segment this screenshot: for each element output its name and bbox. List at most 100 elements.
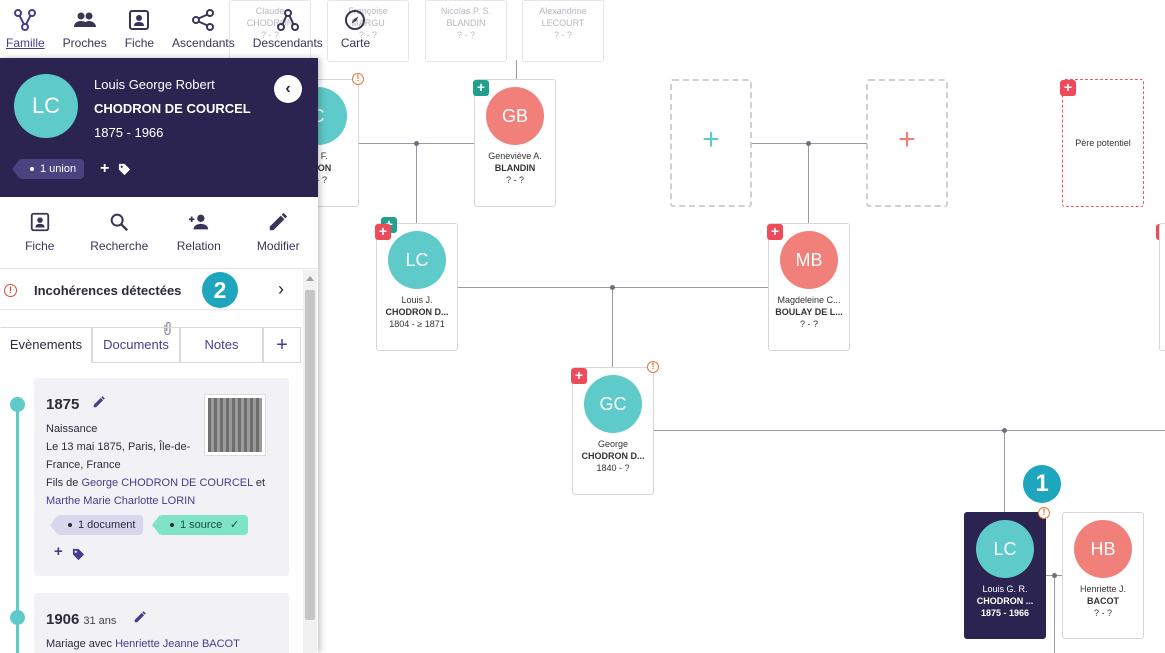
event-parents: Fils de George CHODRON DE COURCEL et bbox=[46, 477, 266, 489]
document-thumbnail[interactable] bbox=[204, 394, 266, 456]
avatar: HB bbox=[1074, 520, 1132, 578]
timeline-line bbox=[16, 403, 19, 653]
person-last-name: CHODRON DE COURCEL bbox=[94, 101, 251, 116]
avatar: MB bbox=[780, 231, 838, 289]
mother-link[interactable]: Marthe Marie Charlotte LORIN bbox=[46, 495, 196, 507]
father-link[interactable]: George CHODRON DE COURCEL bbox=[81, 477, 253, 489]
add-relative-puzzle-icon[interactable]: + bbox=[473, 80, 489, 96]
person-side-panel: LC Louis George Robert CHODRON DE COURCE… bbox=[0, 58, 318, 653]
chevron-right-icon: › bbox=[278, 279, 284, 299]
warning-icon[interactable]: ! bbox=[647, 361, 659, 373]
tag-icon[interactable] bbox=[72, 548, 85, 561]
add-relative-puzzle-icon[interactable]: + bbox=[767, 224, 783, 240]
add-father-placeholder[interactable]: + bbox=[670, 79, 752, 207]
add-person-icon bbox=[188, 214, 208, 230]
person-card-louis-j[interactable]: LC Louis J. CHODRON D... 1804 - ≥ 1871 bbox=[376, 223, 458, 351]
add-tag-plus-icon[interactable]: + bbox=[100, 160, 110, 177]
action-relation[interactable]: Relation bbox=[159, 197, 239, 268]
union-node[interactable] bbox=[414, 141, 419, 146]
panel-tabs: Evènements Documents Notes + bbox=[0, 327, 303, 363]
tree-edge bbox=[654, 430, 1165, 431]
person-card-henriette[interactable]: HB Henriette J. BACOT ? - ? bbox=[1062, 512, 1144, 639]
union-node[interactable] bbox=[806, 141, 811, 146]
person-card-nicolas[interactable]: Nicolas P. S. BLANDIN ? - ? bbox=[425, 0, 507, 62]
event-place-line1: Le 13 mai 1875, Paris, Île-de- bbox=[46, 441, 191, 453]
nav-carte[interactable]: Carte bbox=[341, 0, 370, 58]
add-relative-puzzle-icon[interactable]: + bbox=[375, 224, 391, 240]
nav-ascendants[interactable]: Ascendants bbox=[172, 0, 235, 58]
tree-edge bbox=[1054, 575, 1055, 653]
tab-notes[interactable]: Notes bbox=[180, 327, 263, 363]
source-tag[interactable]: 1 source bbox=[151, 515, 249, 535]
person-card-genevieve[interactable]: GB Geneviève A. BLANDIN ? - ? bbox=[474, 79, 556, 207]
avatar: GB bbox=[486, 87, 544, 145]
avatar: GC bbox=[584, 375, 642, 433]
tutorial-step-badge: 2 bbox=[202, 272, 238, 308]
tab-evenements[interactable]: Evènements bbox=[0, 327, 92, 363]
union-tag[interactable]: 1 union bbox=[11, 159, 85, 179]
person-card-francoise[interactable]: Françoise MARGU ? - ? bbox=[327, 0, 409, 62]
event-card-birth[interactable]: 1875 Naissance Le 13 mai 1875, Paris, Îl… bbox=[34, 378, 289, 576]
pencil-icon[interactable] bbox=[92, 395, 106, 409]
tree-edge bbox=[612, 287, 613, 367]
add-tab-button[interactable]: + bbox=[263, 327, 301, 363]
check-icon: ✓ bbox=[230, 519, 240, 531]
action-recherche[interactable]: Recherche bbox=[80, 197, 160, 268]
nav-famille[interactable]: Famille bbox=[6, 0, 45, 58]
tree-edge bbox=[808, 143, 809, 223]
timeline-dot bbox=[10, 610, 25, 625]
person-card-claude[interactable]: Claude CHODRON ? - ? bbox=[229, 0, 311, 62]
union-node[interactable] bbox=[1052, 573, 1057, 578]
tree-edge bbox=[516, 60, 517, 80]
scrollbar-thumb[interactable] bbox=[305, 290, 315, 620]
person-header: LC Louis George Robert CHODRON DE COURCE… bbox=[0, 58, 318, 197]
person-card-offscreen[interactable] bbox=[1159, 223, 1165, 351]
document-tag[interactable]: 1 document bbox=[49, 515, 144, 535]
chevron-left-icon: ‹ bbox=[285, 80, 291, 97]
union-node[interactable] bbox=[1002, 428, 1007, 433]
person-actions: Fiche Recherche Relation Modifier bbox=[0, 197, 318, 269]
action-fiche[interactable]: Fiche bbox=[0, 197, 80, 268]
avatar: LC bbox=[976, 520, 1034, 578]
pencil-icon bbox=[270, 212, 288, 231]
nav-proches[interactable]: Proches bbox=[63, 0, 107, 58]
potential-father-placeholder[interactable]: Père potentiel bbox=[1062, 79, 1144, 207]
tree-edge bbox=[416, 143, 417, 223]
top-navigation: Famille Proches Fiche Ascendants Descend… bbox=[0, 0, 388, 58]
tree-edge bbox=[1004, 430, 1005, 512]
nav-descendants[interactable]: Descendants bbox=[253, 0, 323, 58]
person-card-magdeleine[interactable]: MB Magdeleine C... BOULAY DE L... ? - ? bbox=[768, 223, 850, 351]
profile-card-icon bbox=[129, 10, 150, 30]
add-relative-puzzle-icon[interactable]: + bbox=[571, 368, 587, 384]
family-tree-icon bbox=[14, 9, 37, 31]
nav-fiche[interactable]: Fiche bbox=[125, 0, 154, 58]
search-icon bbox=[110, 213, 129, 232]
pencil-icon[interactable] bbox=[133, 610, 147, 624]
person-card-george[interactable]: GC George CHODRON D... 1840 - ? bbox=[572, 367, 654, 495]
tab-documents[interactable]: Documents bbox=[92, 327, 180, 363]
event-marriage: Mariage avec Henriette Jeanne BACOT bbox=[46, 638, 240, 650]
add-relative-puzzle-icon[interactable]: + bbox=[1060, 80, 1076, 96]
plus-icon: + bbox=[702, 123, 720, 156]
people-icon bbox=[73, 12, 96, 27]
share-ascendants-icon bbox=[192, 9, 215, 31]
add-tag-plus-icon[interactable]: + bbox=[54, 543, 63, 560]
warning-icon[interactable]: ! bbox=[1038, 507, 1050, 519]
add-mother-placeholder[interactable]: + bbox=[866, 79, 948, 207]
tag-icon[interactable] bbox=[118, 163, 131, 176]
panel-scrollbar[interactable] bbox=[303, 270, 317, 653]
warning-icon[interactable]: ! bbox=[352, 73, 364, 85]
scroll-up-arrow-icon[interactable] bbox=[306, 276, 314, 281]
union-node[interactable] bbox=[610, 285, 615, 290]
person-card-alexandrine[interactable]: Alexandrine LECOURT ? - ? bbox=[522, 0, 604, 62]
tutorial-step-badge: 1 bbox=[1023, 465, 1061, 503]
action-modifier[interactable]: Modifier bbox=[239, 197, 319, 268]
inconsistencies-row[interactable]: ! Incohérences détectées 2 › bbox=[0, 270, 303, 310]
collapse-panel-button[interactable]: ‹ bbox=[274, 75, 302, 103]
person-card-louis-g-selected[interactable]: LC Louis G. R. CHODRON ... 1875 - 1966 bbox=[964, 512, 1046, 639]
spouse-link[interactable]: Henriette Jeanne BACOT bbox=[115, 638, 240, 650]
person-dates: 1875 - 1966 bbox=[94, 125, 164, 140]
